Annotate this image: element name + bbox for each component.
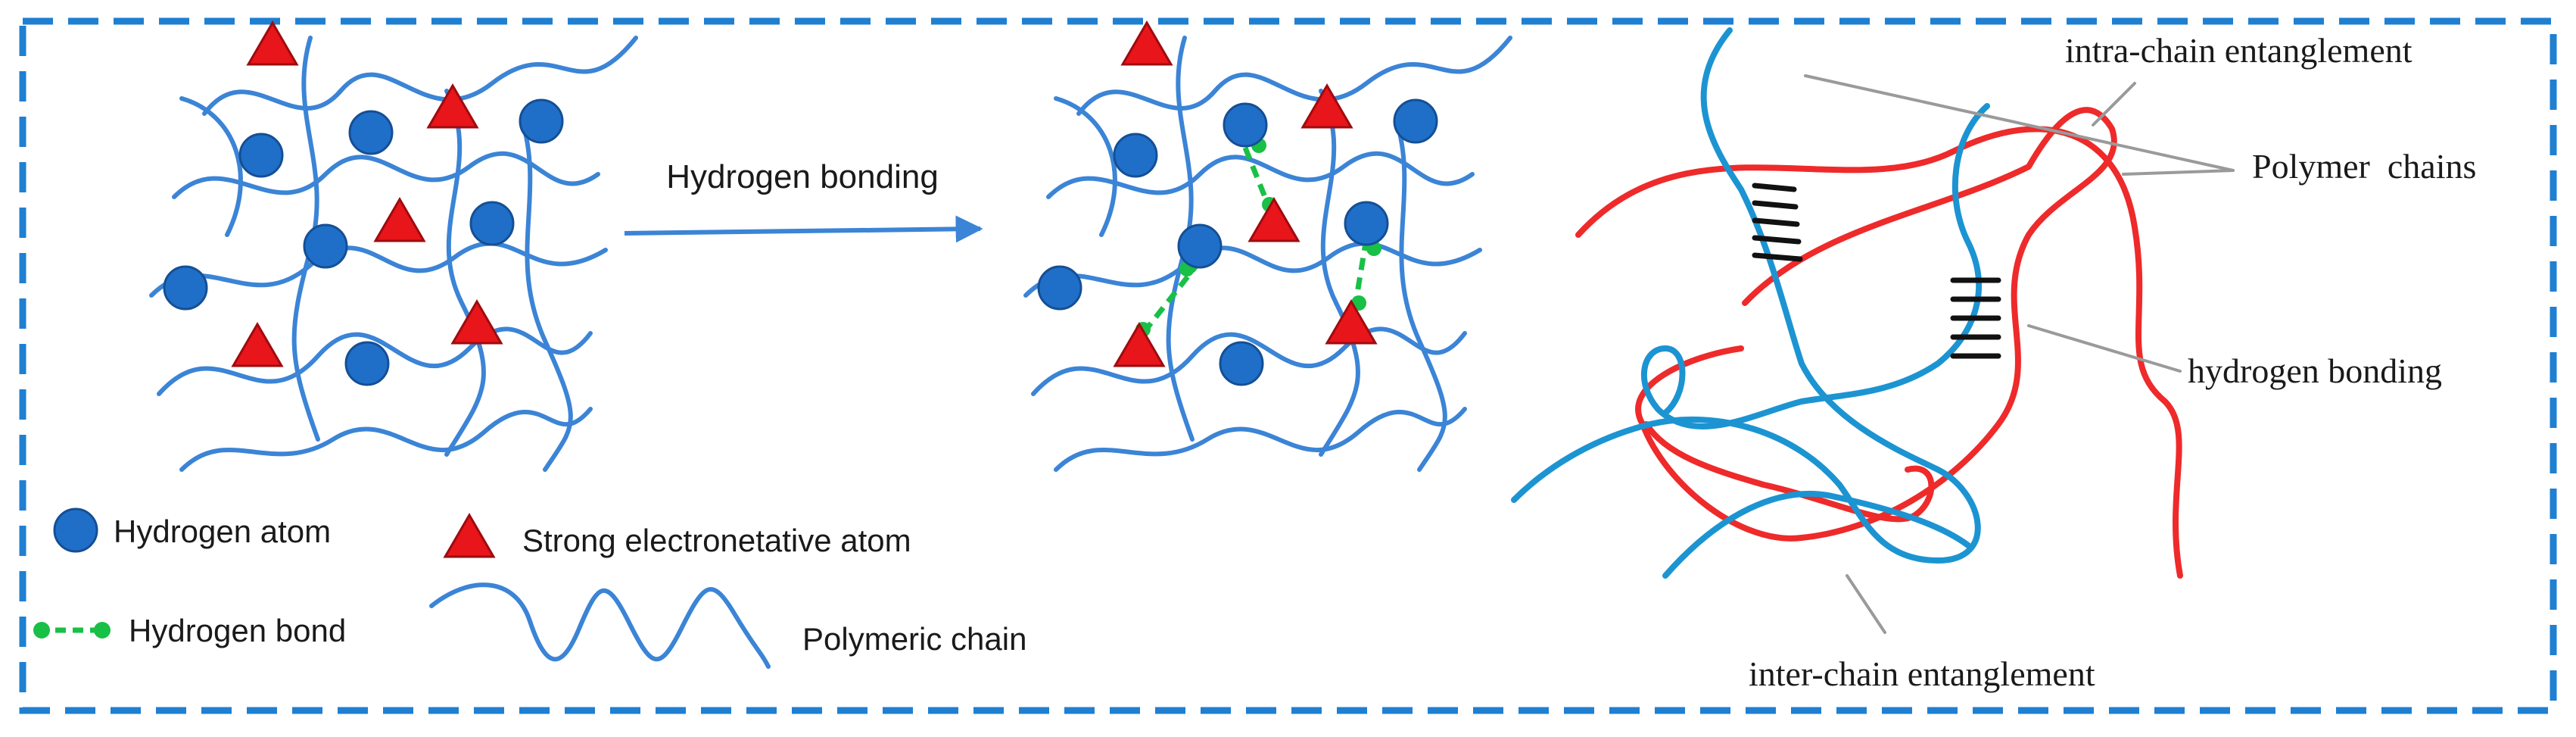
electronegative-atom bbox=[373, 197, 426, 242]
hbond-rungs-right bbox=[1950, 277, 2001, 359]
hydrogen-atom bbox=[1223, 102, 1268, 148]
network-before-electronegative-atoms bbox=[231, 20, 503, 367]
legend-electronegative-atom-icon bbox=[443, 513, 496, 558]
electronegative-atom bbox=[1248, 197, 1300, 242]
electronegative-atom bbox=[1300, 83, 1353, 129]
network-after-hydrogen-atoms bbox=[1037, 98, 1438, 386]
polymer-chains-label: Polymer chains bbox=[2252, 147, 2476, 186]
hydrogen-atom bbox=[1037, 265, 1082, 311]
hydrogen-atom bbox=[1393, 98, 1438, 144]
network-after-hydrogen-bonds bbox=[1141, 146, 1369, 336]
hydrogen-bond bbox=[1141, 259, 1202, 336]
network-after-electronegative-atoms bbox=[1113, 20, 1378, 367]
legend-polymeric-chain-label: Polymeric chain bbox=[802, 621, 1026, 657]
legend-polymeric-chain-icon bbox=[429, 582, 771, 669]
electronegative-atom bbox=[450, 299, 503, 345]
hydrogen-atom bbox=[1344, 201, 1389, 246]
electronegative-atom bbox=[246, 20, 299, 66]
hydrogen-atom bbox=[1177, 223, 1223, 269]
electronegative-atom bbox=[231, 322, 284, 367]
blue-polymer-chain bbox=[1662, 490, 1971, 579]
label-leader-lines bbox=[1804, 74, 2235, 634]
hydrogen-atom bbox=[163, 265, 208, 311]
electronegative-atom bbox=[1113, 322, 1166, 367]
transformation-arrow bbox=[624, 215, 983, 243]
entanglement-diagram bbox=[1511, 27, 2235, 634]
hydrogen-atom bbox=[469, 201, 515, 246]
hydrogen-bonding-label: hydrogen bonding bbox=[2188, 351, 2442, 390]
legend: Hydrogen atom Strong electronetative ato… bbox=[33, 507, 1026, 669]
hydrogen-bond bbox=[1242, 146, 1271, 206]
electronegative-atom bbox=[1120, 20, 1173, 66]
hydrogen-atom bbox=[519, 98, 564, 144]
network-after-bond-dots bbox=[1135, 138, 1381, 337]
inter-chain-label: inter-chain entanglement bbox=[1749, 654, 2095, 693]
red-polymer-chain bbox=[1575, 126, 2183, 579]
hydrogen-atom bbox=[1113, 133, 1158, 178]
red-polymer-chain bbox=[1635, 107, 2117, 542]
red-polymer-chain bbox=[1643, 421, 1935, 523]
electronegative-atom bbox=[426, 83, 479, 129]
dashed-frame bbox=[19, 17, 2557, 714]
electronegative-atom bbox=[1325, 299, 1378, 345]
hydrogen-atom bbox=[1219, 341, 1264, 386]
network-after bbox=[1023, 36, 1512, 472]
hydrogen-atom bbox=[348, 110, 394, 155]
legend-hydrogen-bond-label: Hydrogen bond bbox=[129, 613, 346, 648]
legend-electronegative-atom-label: Strong electronetative atom bbox=[522, 523, 911, 558]
intra-chain-label: intra-chain entanglement bbox=[2065, 31, 2412, 70]
arrow-label: Hydrogen bonding bbox=[666, 158, 939, 195]
legend-hydrogen-atom-label: Hydrogen atom bbox=[114, 514, 331, 549]
network-before-hydrogen-atoms bbox=[163, 98, 564, 386]
hydrogen-atom bbox=[303, 223, 348, 269]
network-before bbox=[149, 36, 638, 472]
hbond-rungs-left bbox=[1752, 183, 1803, 262]
hydrogen-atom bbox=[344, 341, 390, 386]
hydrogen-bond bbox=[1352, 238, 1369, 308]
hydrogen-atom bbox=[238, 133, 284, 178]
blue-polymer-chain bbox=[1640, 103, 1990, 429]
blue-polymer-chain bbox=[1511, 27, 1981, 564]
legend-hydrogen-atom-icon bbox=[53, 507, 98, 553]
